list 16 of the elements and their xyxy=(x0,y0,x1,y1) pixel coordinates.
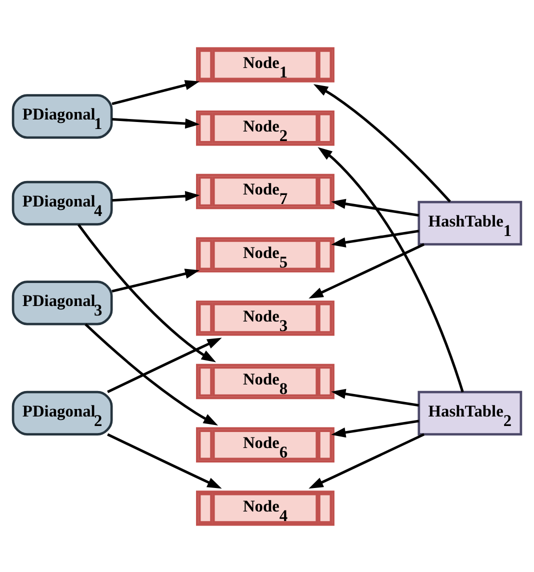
arrow xyxy=(107,432,222,488)
arrow xyxy=(318,146,464,392)
arrow xyxy=(112,268,200,292)
arrow xyxy=(331,229,420,247)
arrow xyxy=(331,388,420,406)
arrow xyxy=(308,432,425,488)
arrow xyxy=(112,80,200,105)
arrow xyxy=(313,84,451,202)
arrow xyxy=(107,337,222,393)
arrow xyxy=(112,190,200,202)
arrow xyxy=(77,223,216,362)
arrow xyxy=(331,198,420,216)
arrow xyxy=(112,117,200,128)
arrow xyxy=(331,419,420,438)
arrow xyxy=(308,242,425,298)
arrow xyxy=(84,322,218,425)
